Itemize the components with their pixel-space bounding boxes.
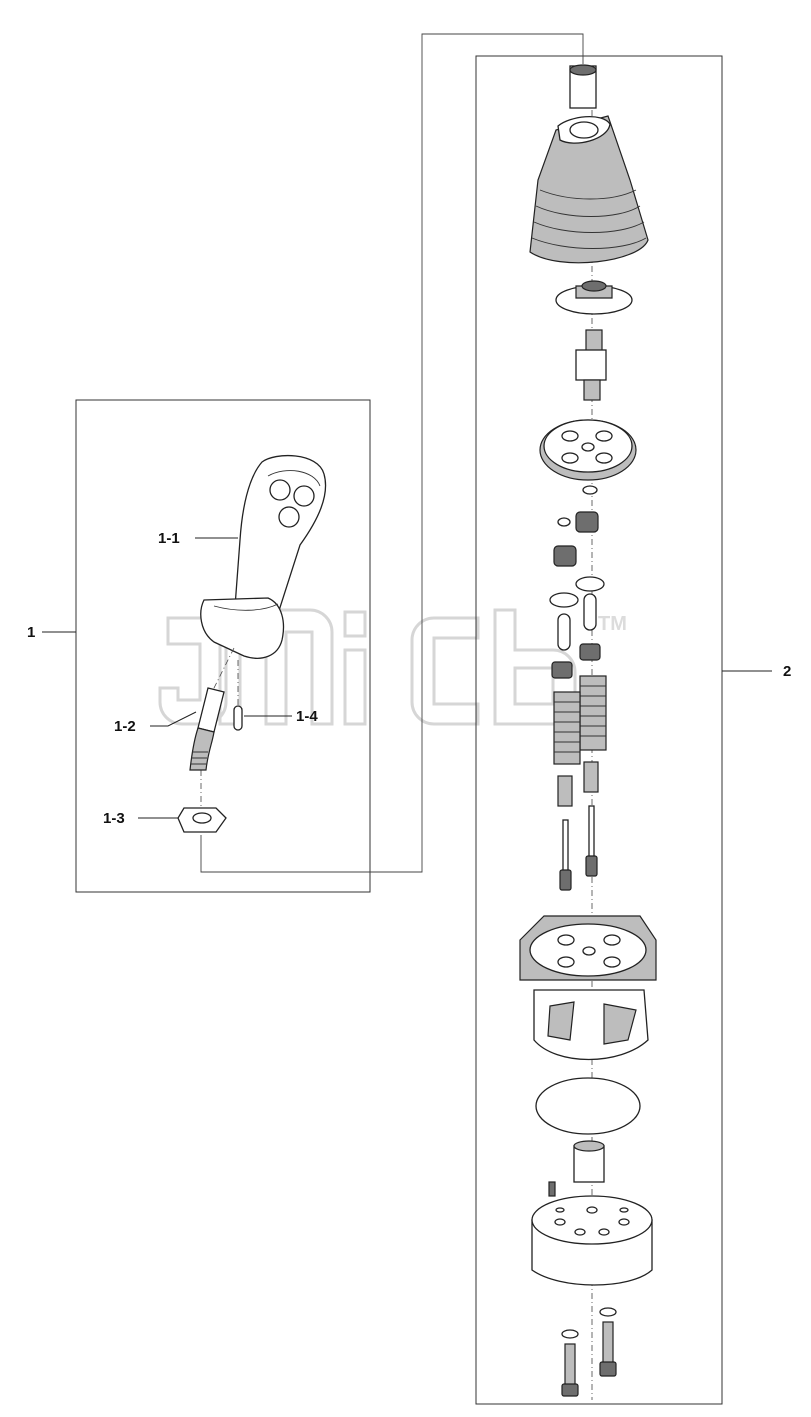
part-flange-disc (555, 280, 633, 315)
label-assembly-1: 1 (27, 624, 35, 641)
connector-line (200, 33, 584, 873)
label-part-1-2: 1-2 (114, 718, 136, 735)
part-push-rods (559, 805, 598, 891)
watermark-trademark: TM (598, 613, 627, 635)
part-set-screw (548, 1181, 556, 1197)
part-small-springs (557, 761, 599, 807)
leader-part-1-2 (150, 711, 197, 727)
part-base-plate (531, 1195, 653, 1286)
part-bolts (561, 1307, 617, 1397)
part-pin (233, 705, 243, 731)
part-top-coupling (569, 64, 597, 109)
part-hex-nut (177, 807, 227, 833)
part-guide-bushings (549, 485, 605, 608)
part-valve-body (519, 915, 657, 1061)
part-grip-handle (200, 454, 327, 659)
part-cam-plate (539, 419, 637, 481)
part-o-ring (535, 1077, 641, 1135)
label-part-1-1: 1-1 (158, 530, 180, 547)
label-assembly-2: 2 (783, 663, 791, 680)
part-sleeve (573, 1140, 605, 1183)
assembly-2-frame (475, 55, 723, 1405)
part-plungers (551, 593, 601, 679)
part-large-springs (553, 675, 607, 765)
assembly-1-frame (75, 399, 371, 893)
part-universal-joint (575, 329, 607, 401)
part-rubber-boot (529, 115, 649, 264)
label-part-1-3: 1-3 (103, 810, 125, 827)
part-threaded-rod (189, 687, 225, 771)
label-part-1-4: 1-4 (296, 708, 318, 725)
